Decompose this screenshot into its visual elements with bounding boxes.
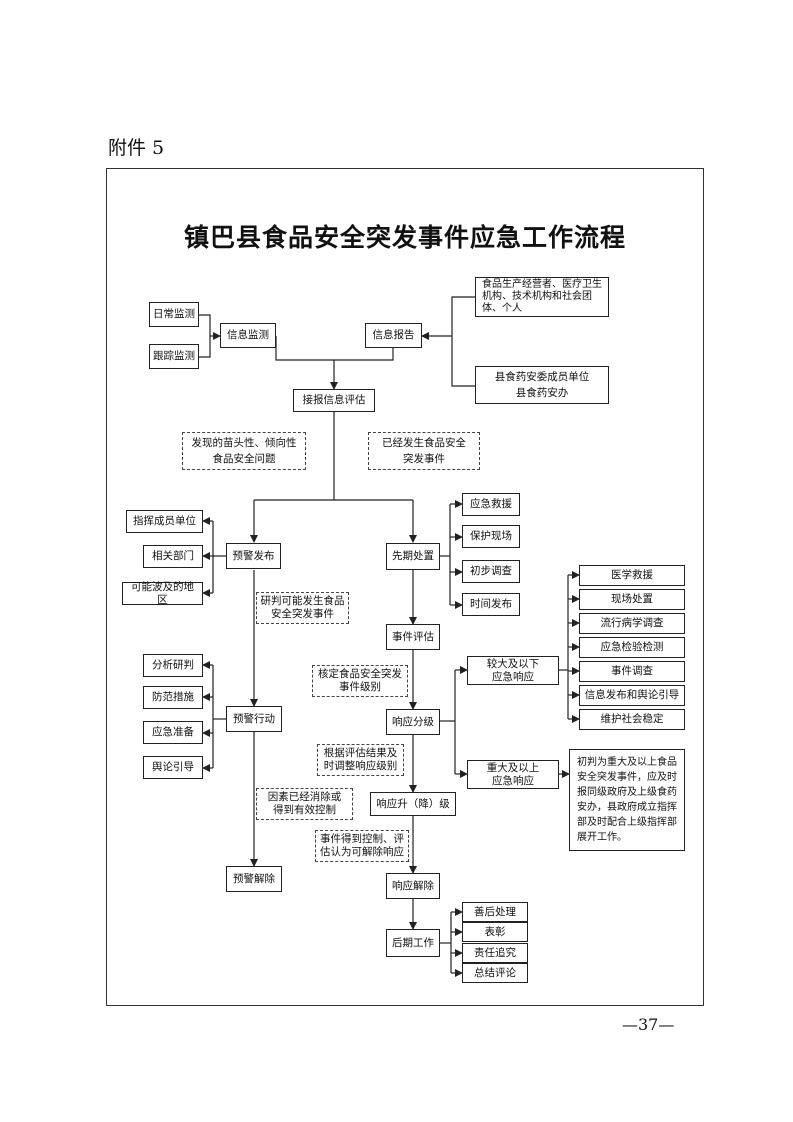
medical-rescue-box: 医学救援	[579, 565, 685, 586]
issue-found-note: 发现的苗头性、倾向性 食品安全问题	[182, 432, 306, 470]
major-note-box: 初判为重大及以上食品安全突发事件，应及时报同级政府及上级食药安办，县政府成立指挥…	[569, 749, 685, 851]
response-grade-box: 响应分级	[386, 709, 440, 735]
upgrade-downgrade-box: 响应升（降）级	[370, 792, 456, 816]
warn-action-box: 预警行动	[226, 706, 282, 732]
accountability-box: 责任追究	[462, 943, 528, 963]
commend-box: 表彰	[462, 922, 528, 942]
warn-cancel-box: 预警解除	[226, 866, 282, 892]
emergency-testing-box: 应急检验检测	[579, 637, 685, 658]
info-report-box: 信息报告	[365, 323, 422, 348]
factor-removed-note: 因素已经消除或 得到有效控制	[256, 788, 353, 820]
adjust-level-note: 根据评估结果及 时调整响应级别	[317, 744, 404, 776]
summary-review-box: 总结评论	[462, 963, 528, 983]
event-survey-box: 事件调查	[579, 661, 685, 682]
related-depts-box: 相关部门	[143, 545, 203, 568]
reporters-box: 食品生产经营者、医疗卫生机构、技术机构和社会团体、个人	[475, 277, 609, 317]
verify-level-note: 核定食品安全突发 事件级别	[312, 665, 408, 697]
opinion-guide-box: 舆论引导	[143, 756, 203, 779]
flowchart-title: 镇巴县食品安全突发事件应急工作流程	[183, 223, 626, 252]
prevention-box: 防范措施	[143, 686, 203, 709]
emergency-rescue-box: 应急救援	[462, 493, 520, 516]
attachment-label: 附件 5	[108, 137, 165, 159]
info-monitor-box: 信息监测	[220, 323, 276, 348]
flowchart-frame	[106, 168, 704, 1006]
epidemiology-box: 流行病学调查	[579, 613, 685, 634]
protect-scene-box: 保护现场	[462, 525, 520, 548]
after-work-box: 后期工作	[386, 929, 440, 957]
page-number: —37—	[622, 1015, 675, 1034]
county-units-box: 县食药安委成员单位 县食药安办	[475, 366, 609, 404]
scene-handling-box: 现场处置	[579, 589, 685, 610]
social-stability-box: 维护社会稳定	[579, 709, 685, 730]
event-occurred-note: 已经发生食品安全 突发事件	[368, 432, 480, 470]
receive-assess-box: 接报信息评估	[293, 389, 375, 412]
response-cancel-box: 响应解除	[386, 873, 440, 899]
track-monitor-box: 跟踪监测	[149, 344, 199, 369]
event-assess-box: 事件评估	[386, 624, 440, 650]
info-opinion-box: 信息发布和舆论引导	[579, 685, 685, 706]
aftermath-box: 善后处理	[462, 902, 528, 922]
emergency-prep-box: 应急准备	[143, 721, 203, 744]
time-release-box: 时间发布	[462, 593, 520, 616]
affected-areas-box: 可能波及的地区	[122, 581, 203, 606]
larger-below-box: 较大及以下 应急响应	[467, 656, 559, 685]
analysis-box: 分析研判	[143, 654, 203, 677]
command-units-box: 指挥成员单位	[126, 510, 203, 533]
controlled-note: 事件得到控制、评 估认为可解除响应	[315, 830, 409, 862]
initial-survey-box: 初步调查	[462, 560, 520, 583]
judge-possible-note: 研判可能发生食品 安全突发事件	[256, 592, 349, 624]
major-above-box: 重大及以上 应急响应	[467, 760, 559, 789]
prelim-handling-box: 先期处置	[386, 543, 440, 570]
daily-monitor-box: 日常监测	[149, 302, 199, 327]
warn-release-box: 预警发布	[226, 543, 281, 569]
